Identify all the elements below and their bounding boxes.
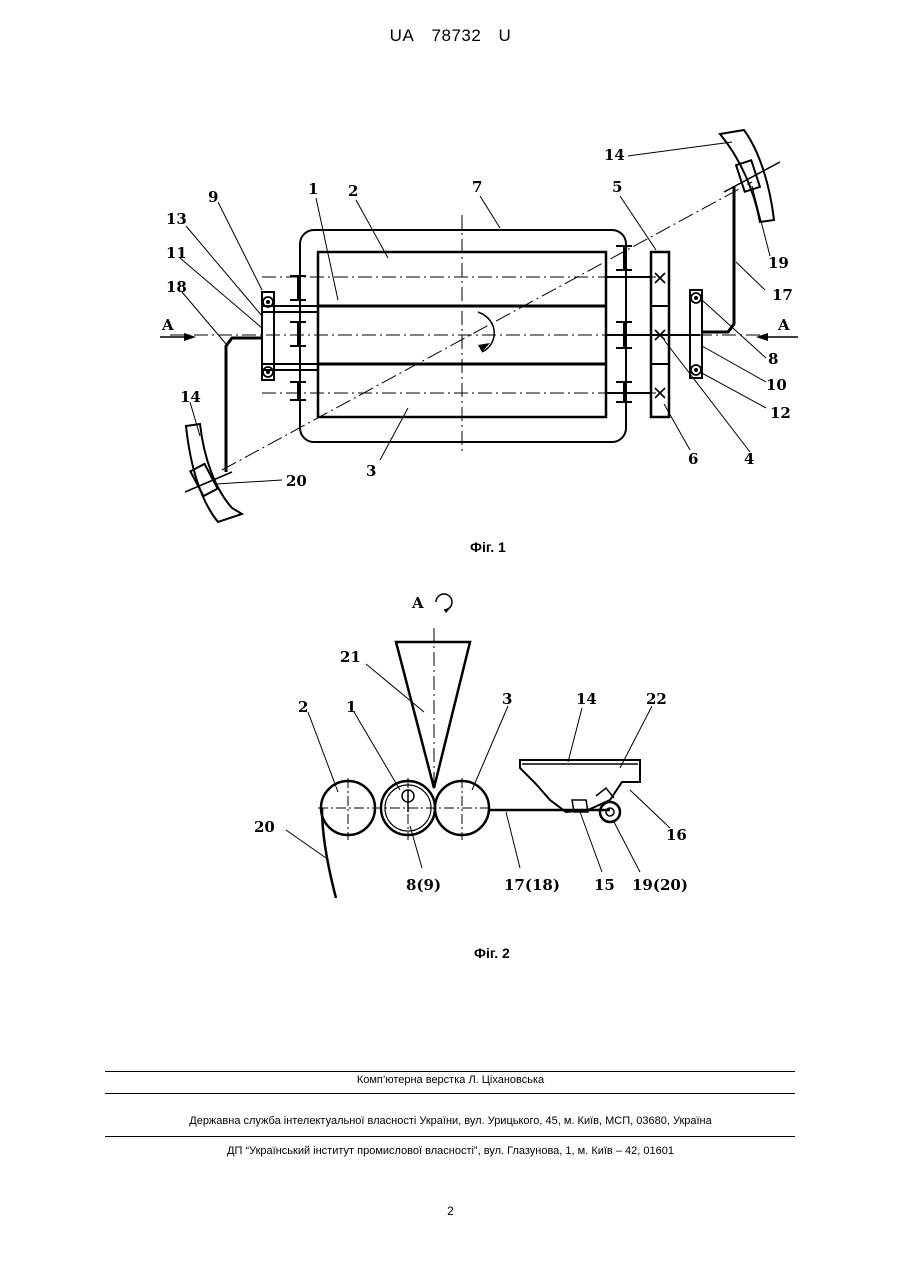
roll-2	[321, 781, 375, 835]
label-6: 6	[688, 450, 698, 468]
institute-address: ДП “Український інститут промислової вла…	[0, 1145, 901, 1157]
agency-address: Державна служба інтелектуальної власност…	[0, 1115, 901, 1127]
label-18: 18	[166, 278, 187, 296]
page-number: 2	[0, 1204, 901, 1218]
label-2: 2	[348, 182, 358, 200]
label-16: 16	[666, 826, 687, 844]
label-9: 9	[208, 188, 218, 206]
label-5: 5	[612, 178, 622, 196]
label-8: 8	[768, 350, 778, 368]
label-8-9: 8(9)	[406, 876, 441, 894]
figure-1-labels: 1 2 7 5 9 13 11 18 A 14 14 19 17 A 8 10 …	[161, 146, 793, 555]
figure-1-caption: Фіг. 1	[470, 539, 506, 555]
label-17-18: 17(18)	[504, 876, 560, 894]
label-14-left: 14	[180, 388, 201, 406]
label-3: 3	[502, 690, 512, 708]
label-20: 20	[254, 818, 275, 836]
label-14: 14	[576, 690, 597, 708]
link-17	[702, 186, 734, 332]
label-A-left: A	[161, 316, 174, 334]
label-4: 4	[744, 450, 754, 468]
label-1: 1	[346, 698, 356, 716]
footer-rule-middle	[105, 1093, 795, 1094]
view-label-A: A	[411, 594, 424, 612]
eccentric-19-20	[600, 802, 620, 822]
link-18	[226, 338, 262, 472]
label-20: 20	[286, 472, 307, 490]
hopper	[396, 642, 470, 788]
housing-frame	[300, 230, 626, 442]
footer-rule-bottom	[105, 1136, 795, 1137]
label-2: 2	[298, 698, 308, 716]
label-10: 10	[766, 376, 787, 394]
figure-2	[286, 594, 670, 898]
label-A-right: A	[777, 316, 790, 334]
figure-2-caption: Фіг. 2	[474, 945, 510, 961]
label-12: 12	[770, 404, 791, 422]
shaker-pan-left	[186, 424, 242, 522]
label-15: 15	[594, 876, 615, 894]
footer-rule-top	[105, 1071, 795, 1072]
pan-side-view	[520, 760, 640, 812]
label-1: 1	[308, 180, 318, 198]
label-7: 7	[472, 178, 482, 196]
label-19: 19	[768, 254, 789, 272]
label-17: 17	[772, 286, 793, 304]
label-22: 22	[646, 690, 667, 708]
label-13: 13	[166, 210, 187, 228]
label-21: 21	[340, 648, 361, 666]
label-19-20: 19(20)	[632, 876, 688, 894]
label-3: 3	[366, 462, 376, 480]
label-14-right: 14	[604, 146, 625, 164]
figure-2-labels: A 21 2 1 3 14 22 16 20 8(9) 17(18) 15 19…	[254, 594, 688, 961]
layout-credit: Комп’ютерна верстка Л. Ціхановська	[0, 1074, 901, 1086]
shaker-pan-right	[720, 130, 774, 222]
label-11: 11	[166, 244, 187, 262]
